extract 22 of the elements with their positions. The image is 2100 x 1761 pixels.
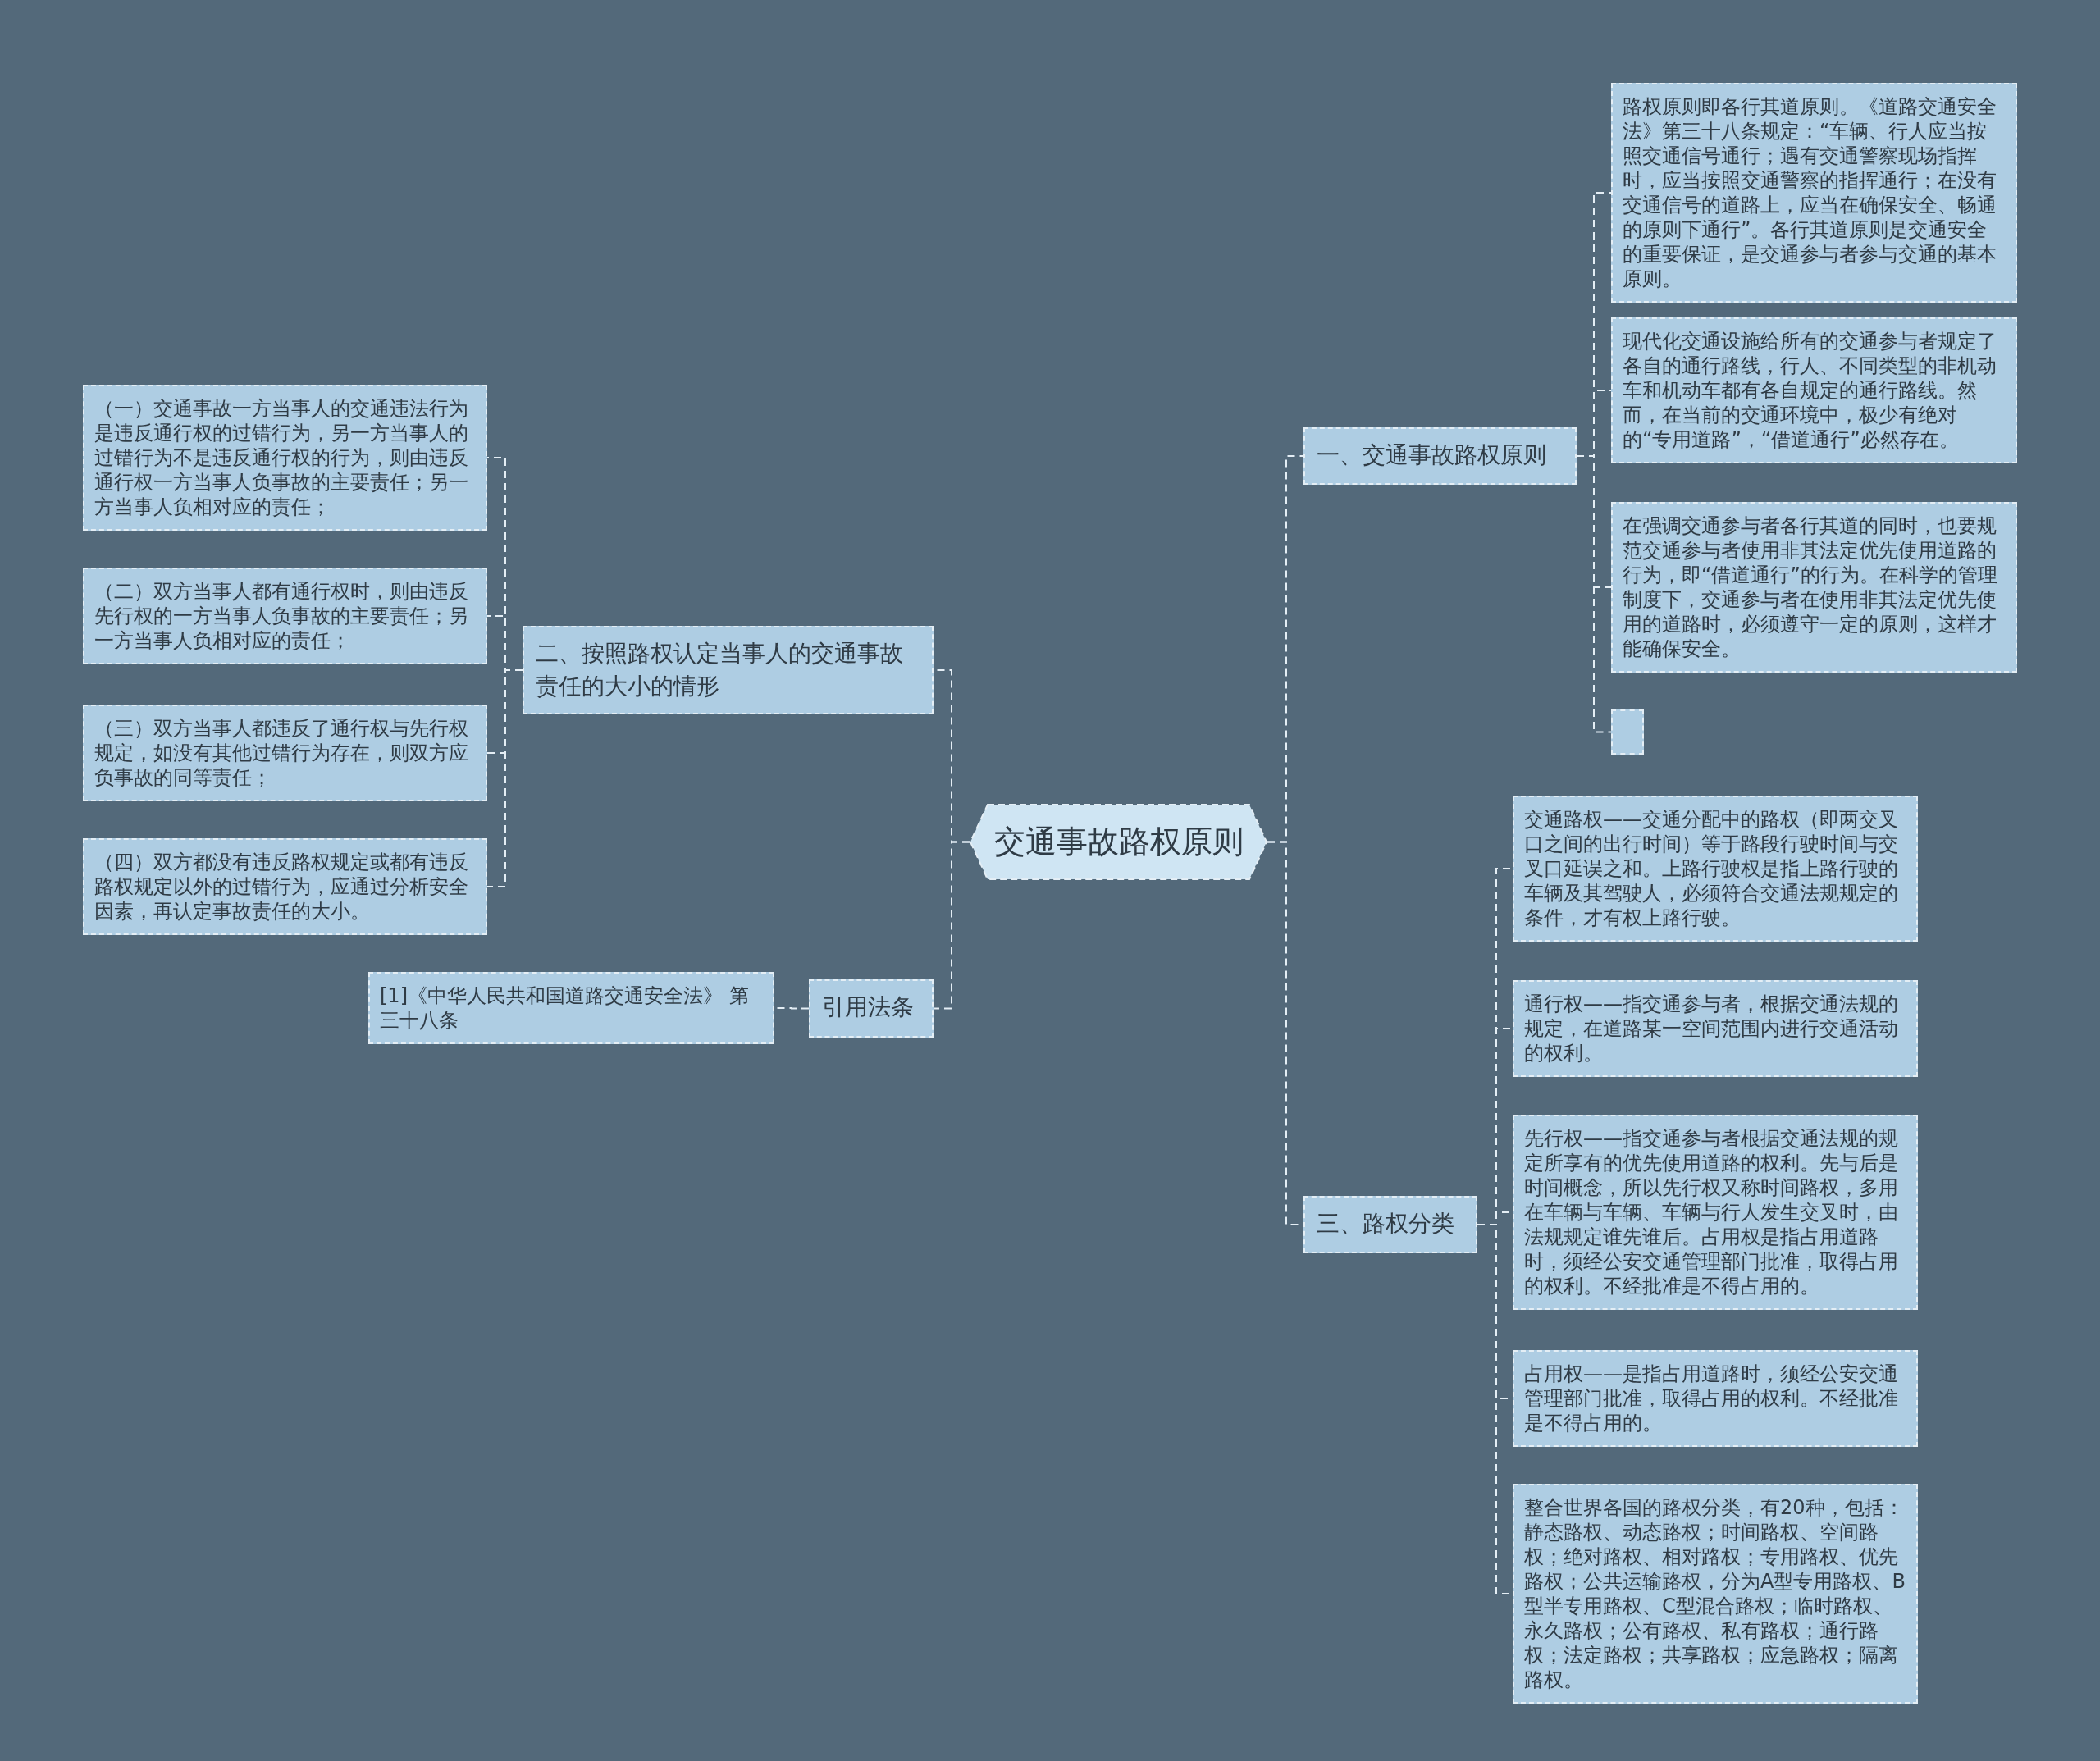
central-topic: 交通事故路权原则 [970,804,1267,880]
text-box: （一）交通事故一方当事人的交通违法行为是违反通行权的过错行为，另一方当事人的过错行为不是违反通行权的行为，则由违反通行权一方当事人负事故的主要责任；另一方当事人负相对应的责任； [83,385,487,531]
text-box: （四）双方都没有违反路权规定或都有违反路权规定以外的过错行为，应通过分析安全因素，再认定事故责任的大小。 [83,838,487,935]
text-box: （三）双方当事人都违反了通行权与先行权规定，如没有其他过错行为存在，则双方应负事故的同等责任； [83,705,487,801]
text-box: （二）双方当事人都有通行权时，则由违反先行权的一方当事人负事故的主要责任；另一方当事人负相对应的责任； [83,568,487,664]
connector [1576,455,1612,733]
text-box: 占用权——是指占用道路时，须经公安交通管理部门批准，取得占用的权利。不经批准是不得占用的。 [1513,1350,1918,1447]
connector [486,669,523,887]
text-box: 路权原则即各行其道原则。《道路交通安全法》第三十八条规定：“车辆、行人应当按照交通信号通行；遇有交通警察现场指挥时，应当按照交通警察的指挥通行；在没有交通信号的道路上，应当在确保安全、畅通的原则下通行”。各行其道原则是交通安全的重要保证，是交通参与者参与交通的基本原则。 [1611,83,2017,303]
topic-box: 二、按照路权认定当事人的交通事故责任的大小的情形 [523,626,934,714]
topic-box: 三、路权分类 [1303,1196,1477,1253]
text-box: [1]《中华人民共和国道路交通安全法》 第三十八条 [368,972,774,1044]
text-box: 通行权——指交通参与者，根据交通法规的规定，在道路某一空间范围内进行交通活动的权利。 [1513,980,1918,1077]
topic-box: 引用法条 [809,979,934,1038]
text-box: 先行权——指交通参与者根据交通法规的规定所享有的优先使用道路的权利。先与后是时间概念，所以先行权又称时间路权，多用在车辆与车辆、车辆与行人发生交叉时，由法规规定谁先谁后。占用权是指占用道路时，须经公安交通管理部门批准，取得占用的权利。不经批准是不得占用的。 [1513,1115,1918,1310]
empty-box [1611,709,1644,755]
text-box: 现代化交通设施给所有的交通参与者规定了各自的通行路线，行人、不同类型的非机动车和机动车都有各自规定的通行路线。然而，在当前的交通环境中，极少有绝对的“专用道路”，“借道通行”必然存在。 [1611,317,2017,463]
text-box: 整合世界各国的路权分类，有20种，包括：静态路权、动态路权；时间路权、空间路权；绝对路权、相对路权；专用路权、优先路权；公共运输路权，分为A型专用路权、B型半专用路权、C型混合路权；临时路权、永久路权；公有路权、私有路权；通行路权；法定路权；共享路权；应急路权；隔离路权。 [1513,1484,1918,1704]
connector [933,841,970,1010]
text-box: 交通路权——交通分配中的路权（即两交叉口之间的出行时间）等于路段行驶时间与交叉口延误之和。上路行驶权是指上路行驶的车辆及其驾驶人，必须符合交通法规规定的条件，才有权上路行驶。 [1513,796,1918,942]
text-box: 在强调交通参与者各行其道的同时，也要规范交通参与者使用非其法定优先使用道路的行为，即“借道通行”的行为。在科学的管理制度下，交通参与者在使用非其法定优先使用的道路时，必须遵守一定的原则，这样才能确保安全。 [1611,502,2017,673]
topic-box: 一、交通事故路权原则 [1303,427,1577,485]
